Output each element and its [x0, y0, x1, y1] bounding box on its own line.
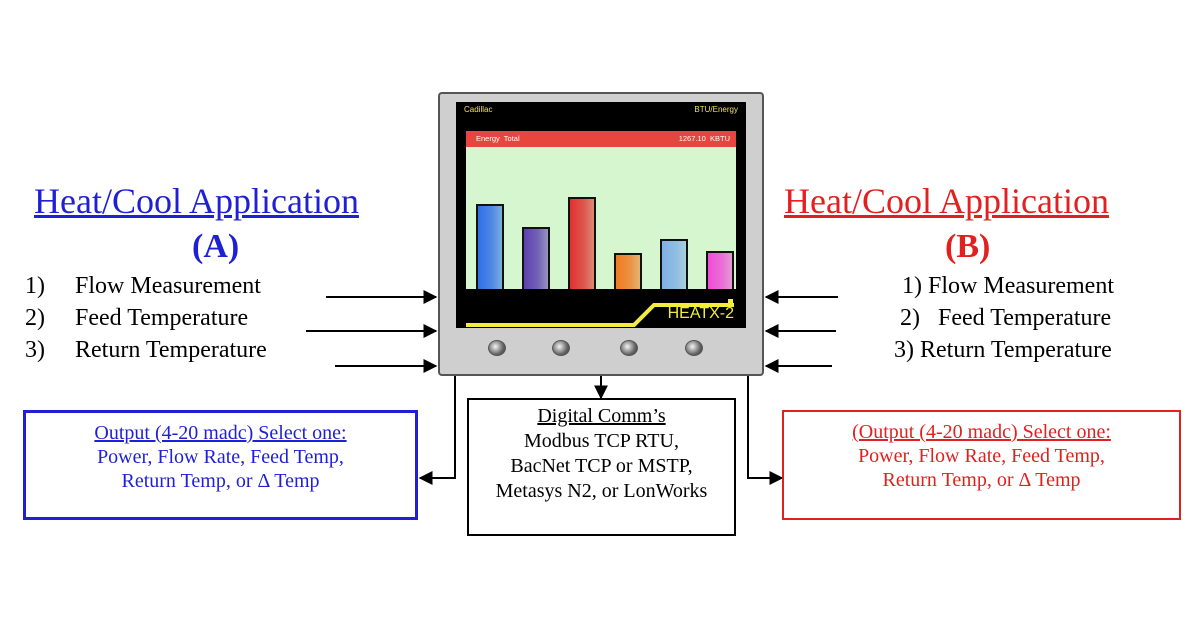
energy-label: Energy Total [476, 134, 520, 143]
left-output-head: Output (4-20 madc) Select one: [94, 422, 347, 444]
device-keypad [440, 334, 762, 364]
left-input-2: 2)Feed Temperature [25, 305, 249, 331]
right-output-line-2: Return Temp, or Δ Temp [882, 469, 1081, 491]
arrow-right-output [747, 376, 784, 485]
left-input-3: 3)Return Temperature [25, 337, 267, 363]
heatx-device: Cadillac BTU/Energy Energy Total 1267.10… [438, 92, 764, 376]
device-bar-5 [660, 239, 688, 289]
key-1-icon[interactable] [488, 340, 506, 356]
device-bar-2 [522, 227, 550, 289]
device-bar-4 [614, 253, 642, 289]
comm-line-1: Modbus TCP RTU, [524, 430, 679, 452]
right-input-1: 1) Flow Measurement [902, 273, 1114, 299]
comm-line-3: Metasys N2, or LonWorks [495, 480, 708, 502]
arrow-left-output [418, 376, 456, 485]
right-sub: (B) [945, 228, 991, 265]
left-input-list: 1)Flow Measurement 2)Feed Temperature 3)… [25, 270, 267, 366]
left-input-1: 1)Flow Measurement [25, 273, 261, 299]
energy-total-bar: Energy Total 1267.10 KBTU [466, 131, 736, 147]
device-bar-3 [568, 197, 596, 289]
comm-line-2: BacNet TCP or MSTP, [510, 455, 693, 477]
device-brand: Cadillac [464, 105, 493, 114]
energy-value: 1267.10 KBTU [678, 134, 730, 143]
device-bar-1 [476, 204, 504, 289]
trend-line [466, 299, 734, 327]
comm-box: Digital Comm’s Modbus TCP RTU, BacNet TC… [467, 398, 736, 536]
device-model: HEATX-2 [667, 305, 734, 322]
bar-plot [466, 147, 736, 289]
right-output-line-1: Power, Flow Rate, Feed Temp, [858, 445, 1105, 467]
right-input-list: 1) Flow Measurement 2) Feed Temperature … [894, 270, 1114, 366]
right-input-2: 2) Feed Temperature [900, 305, 1112, 331]
left-output-box: Output (4-20 madc) Select one: Power, Fl… [23, 410, 418, 520]
right-output-box: (Output (4-20 madc) Select one: Power, F… [782, 410, 1181, 520]
left-title: Heat/Cool Application [34, 181, 359, 221]
key-3-icon[interactable] [620, 340, 638, 356]
left-sub: (A) [192, 228, 240, 265]
left-output-line-1: Power, Flow Rate, Feed Temp, [97, 446, 344, 468]
key-4-icon[interactable] [685, 340, 703, 356]
right-output-head: (Output (4-20 madc) Select one: [852, 421, 1111, 443]
device-bar-6 [706, 251, 734, 289]
comm-head: Digital Comm’s [537, 405, 666, 427]
device-screen: Cadillac BTU/Energy Energy Total 1267.10… [456, 102, 746, 328]
left-output-line-2: Return Temp, or Δ Temp [121, 470, 320, 492]
key-2-icon[interactable] [552, 340, 570, 356]
device-mode: BTU/Energy [694, 105, 738, 114]
right-input-3: 3) Return Temperature [894, 337, 1112, 363]
right-title: Heat/Cool Application [784, 181, 1109, 221]
